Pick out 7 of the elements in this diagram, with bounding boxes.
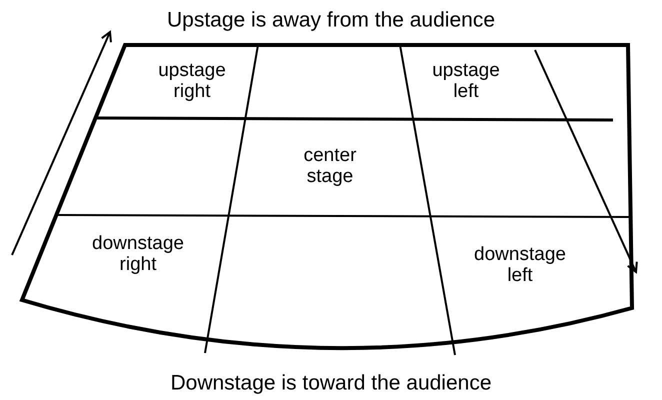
area-name: upstage right [157, 61, 227, 103]
area-name: upstage left [431, 61, 501, 103]
heading-note: Upstage is away from the audience [166, 8, 495, 32]
area-name: center stage [302, 146, 358, 188]
footer-note: Downstage is toward the audience [170, 371, 492, 395]
area-name: downstage left [473, 245, 567, 287]
area-name: downstage right [91, 234, 185, 276]
